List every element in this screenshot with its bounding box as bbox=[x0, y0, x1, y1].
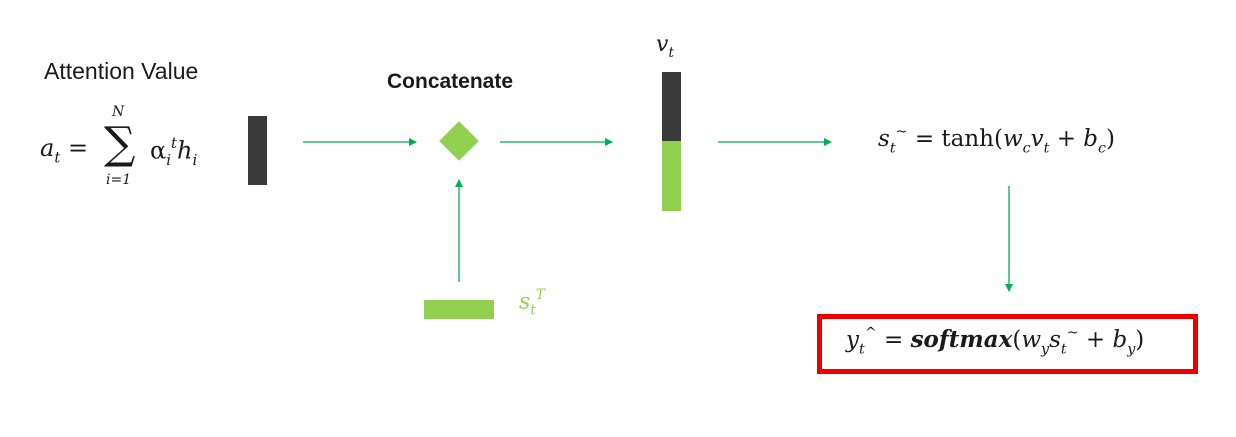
concatenate-title: Concatenate bbox=[387, 70, 514, 93]
s-subscript: t bbox=[530, 302, 536, 319]
a-subscript: t bbox=[54, 148, 61, 167]
vt-label: vt bbox=[656, 32, 674, 61]
s-superscript: T bbox=[535, 287, 545, 303]
s-symbol: s bbox=[519, 289, 531, 315]
equals-sign: = bbox=[67, 134, 89, 162]
equals-sign: = bbox=[884, 326, 904, 353]
b-symbol: b bbox=[1083, 125, 1099, 152]
softmax-function: softmax bbox=[910, 325, 1013, 353]
y-subscript: t bbox=[859, 341, 865, 358]
v-subscript: t bbox=[1043, 140, 1050, 157]
attention-lhs: at = bbox=[40, 134, 88, 167]
output-equation: yt^ = softmax(wyst~ + by) bbox=[846, 325, 1144, 357]
s-symbol: s bbox=[878, 125, 890, 152]
h-subscript: i bbox=[192, 151, 198, 170]
v-symbol: v bbox=[1030, 125, 1044, 152]
tilde-superscript: ~ bbox=[895, 124, 908, 140]
hat-superscript: ^ bbox=[864, 325, 877, 341]
alpha-subscript: i bbox=[166, 151, 171, 170]
s-subscript: t bbox=[1060, 341, 1067, 358]
sum-lower-limit: i=1 bbox=[106, 172, 132, 188]
attention-summand: αithi bbox=[150, 134, 197, 169]
close-paren: ) bbox=[1135, 326, 1145, 353]
output-highlight-box bbox=[817, 314, 1198, 374]
attention-equation: at = ∑ N i=1 αithi bbox=[40, 104, 240, 194]
a-symbol: a bbox=[40, 134, 55, 162]
b-symbol: b bbox=[1112, 326, 1128, 353]
w-symbol: w bbox=[1021, 326, 1042, 353]
vt-vector-state-part bbox=[662, 141, 681, 211]
st-label: stT bbox=[519, 287, 545, 319]
v-subscript: t bbox=[668, 45, 674, 62]
alpha-symbol: α bbox=[150, 136, 167, 165]
h-symbol: h bbox=[176, 136, 193, 165]
tanh-equation: st~ = tanh(wcvt + bc) bbox=[878, 124, 1115, 156]
decoder-state-vector bbox=[424, 300, 494, 319]
v-symbol: v bbox=[656, 32, 669, 57]
tanh-function: tanh( bbox=[941, 125, 1003, 152]
sum-upper-limit: N bbox=[112, 104, 125, 120]
b-subscript: y bbox=[1127, 341, 1136, 358]
y-symbol: y bbox=[846, 326, 859, 353]
plus-sign: + bbox=[1085, 326, 1106, 353]
tilde-superscript: ~ bbox=[1066, 325, 1079, 341]
s-symbol: s bbox=[1049, 326, 1061, 353]
close-paren: ) bbox=[1106, 125, 1115, 152]
summation-icon: ∑ bbox=[104, 118, 136, 169]
s-subscript: t bbox=[889, 140, 896, 157]
vt-vector-attention-part bbox=[662, 72, 681, 141]
w-subscript: c bbox=[1022, 140, 1031, 157]
open-paren: ( bbox=[1012, 326, 1022, 353]
w-subscript: y bbox=[1041, 341, 1050, 358]
equals-sign: = bbox=[914, 125, 935, 152]
attention-value-vector bbox=[248, 116, 267, 185]
attention-value-title: Attention Value bbox=[44, 58, 199, 84]
alpha-superscript: t bbox=[170, 134, 177, 152]
w-symbol: w bbox=[1002, 125, 1023, 152]
plus-sign: + bbox=[1056, 125, 1076, 152]
b-subscript: c bbox=[1098, 140, 1106, 157]
